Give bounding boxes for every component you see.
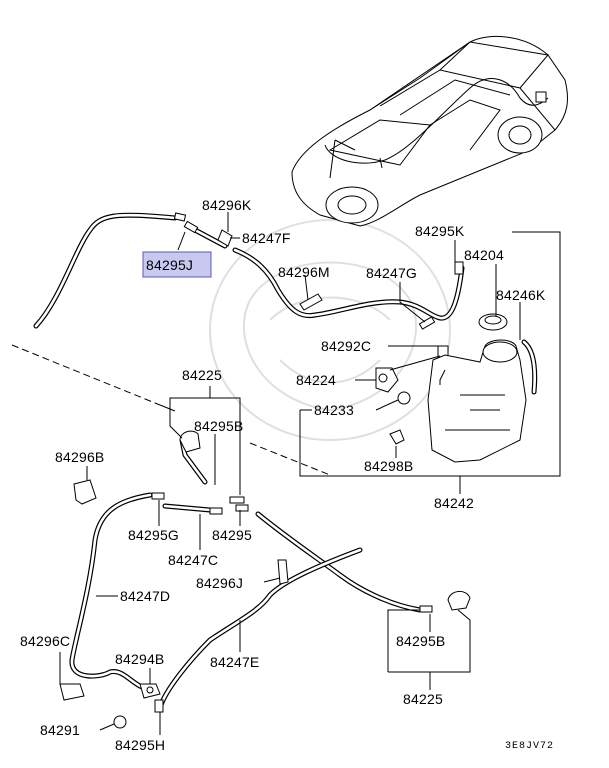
label-84242[interactable]: 84242 [434, 495, 474, 511]
label-84247D[interactable]: 84247D [120, 588, 170, 604]
label-84291[interactable]: 84291 [40, 722, 80, 738]
leader-lines [59, 212, 561, 735]
label-84296J[interactable]: 84296J [196, 575, 243, 591]
label-84295G[interactable]: 84295G [128, 527, 179, 543]
label-84295K[interactable]: 84295K [415, 223, 465, 239]
part-labels: 84296K 84247F 84295J 84296M 84247G 84295… [20, 197, 546, 753]
label-84296K[interactable]: 84296K [202, 197, 252, 213]
label-84233[interactable]: 84233 [314, 402, 354, 418]
part-shapes [59, 212, 538, 729]
label-84295J[interactable]: 84295J [146, 257, 193, 273]
label-84295[interactable]: 84295 [212, 527, 252, 543]
label-84292C[interactable]: 84292C [321, 338, 371, 354]
label-84295B-top[interactable]: 84295B [194, 418, 243, 434]
label-84247E[interactable]: 84247E [210, 654, 259, 670]
drawing-code: 3E8JV72 [505, 741, 554, 752]
label-84296C[interactable]: 84296C [20, 633, 70, 649]
label-84204[interactable]: 84204 [464, 247, 504, 263]
label-84296M[interactable]: 84296M [278, 264, 330, 280]
label-84225-top[interactable]: 84225 [182, 367, 222, 383]
highlighted-part-box [142, 251, 212, 278]
label-84247C[interactable]: 84247C [168, 552, 218, 568]
label-84224[interactable]: 84224 [296, 372, 336, 388]
vehicle-illustration [291, 35, 568, 227]
label-84225-bottom[interactable]: 84225 [403, 691, 443, 707]
label-84296B[interactable]: 84296B [55, 449, 104, 465]
label-84246K[interactable]: 84246K [496, 287, 546, 303]
label-84298B[interactable]: 84298B [364, 458, 413, 474]
washer-hoses [33, 212, 465, 711]
label-84295B-bottom[interactable]: 84295B [396, 633, 445, 649]
label-84247F[interactable]: 84247F [242, 230, 291, 246]
watermark [209, 219, 451, 441]
label-84294B[interactable]: 84294B [115, 651, 164, 667]
label-84247G[interactable]: 84247G [366, 265, 417, 281]
label-84295H[interactable]: 84295H [115, 737, 165, 753]
separator-lines [11, 344, 331, 476]
